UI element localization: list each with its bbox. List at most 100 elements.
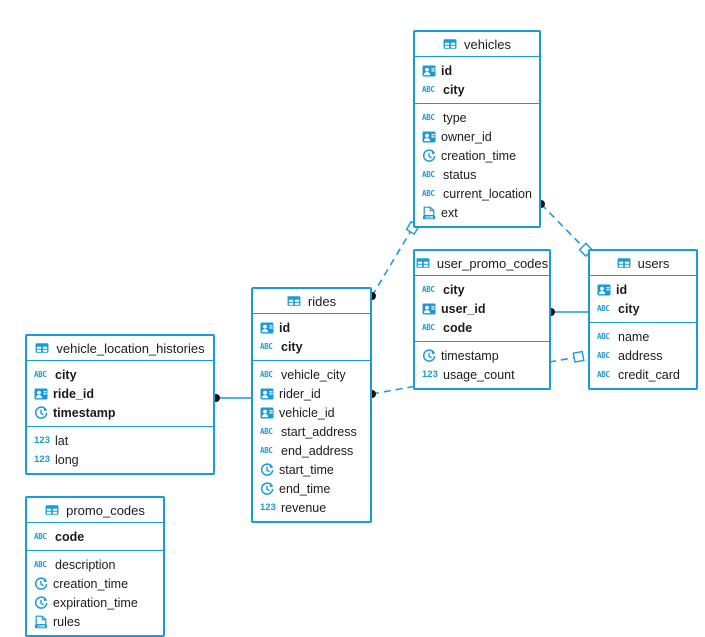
column-row[interactable]: creation_time	[27, 574, 163, 593]
table-header-rides[interactable]: rides	[253, 289, 370, 314]
pk-column-row[interactable]: ABC code	[27, 527, 163, 546]
column-row[interactable]: rider_id	[253, 384, 370, 403]
abc-icon: ABC	[422, 188, 435, 198]
clock-icon	[422, 348, 436, 363]
column-name: id	[441, 63, 453, 78]
clock-icon	[34, 595, 48, 610]
pk-column-row[interactable]: id	[590, 280, 696, 299]
column-name: city	[443, 82, 465, 97]
table-header-user_promo_codes[interactable]: user_promo_codes	[415, 251, 549, 276]
table-header-promo_codes[interactable]: promo_codes	[27, 498, 163, 523]
pk-column-row[interactable]: user_id	[415, 299, 549, 318]
column-row[interactable]: creation_time	[415, 146, 539, 165]
abc-icon: ABC	[260, 445, 273, 455]
column-name: code	[55, 529, 85, 544]
column-name: creation_time	[441, 148, 517, 163]
table-name: user_promo_codes	[436, 255, 549, 271]
column-row[interactable]: owner_id	[415, 127, 539, 146]
column-name: vehicle_city	[281, 367, 346, 382]
column-row[interactable]: 123 usage_count	[415, 365, 549, 384]
column-name: id	[279, 320, 291, 335]
123-icon: 123	[260, 501, 276, 513]
svg-text:JSON: JSON	[37, 624, 45, 628]
table-icon	[443, 37, 458, 52]
column-name: id	[616, 282, 628, 297]
relationship-rides-vehicles[interactable]	[368, 220, 420, 300]
column-row[interactable]: JSON rules	[27, 612, 163, 631]
column-row[interactable]: expiration_time	[27, 593, 163, 612]
pk-column-row[interactable]: id	[253, 318, 370, 337]
table-header-users[interactable]: users	[590, 251, 696, 276]
table-icon	[617, 256, 632, 271]
id-card-icon	[422, 130, 436, 144]
relationship-vehicle_location_histories-rides[interactable]	[212, 394, 251, 402]
pk-column-row[interactable]: id	[415, 61, 539, 80]
column-name: expiration_time	[53, 595, 138, 610]
svg-text:JSON: JSON	[425, 215, 433, 219]
abc-icon: ABC	[260, 426, 273, 436]
clock-icon	[422, 148, 436, 163]
abc-icon: ABC	[597, 303, 610, 313]
column-name: end_time	[279, 481, 331, 496]
column-name: city	[443, 282, 465, 297]
table-header-vehicle_location_histories[interactable]: vehicle_location_histories	[27, 336, 213, 361]
id-card-icon	[260, 387, 274, 401]
abc-icon: ABC	[34, 531, 47, 541]
table-header-vehicles[interactable]: vehicles	[415, 32, 539, 57]
column-row[interactable]: end_time	[253, 479, 370, 498]
column-row[interactable]: JSON ext	[415, 203, 539, 222]
relationship-one-marker	[572, 350, 585, 363]
abc-icon: ABC	[422, 112, 435, 122]
relationship-user_promo_codes-users[interactable]	[547, 308, 588, 316]
column-name: ext	[441, 205, 458, 220]
clock-icon	[260, 481, 274, 496]
columns-section: timestamp 123 usage_count	[415, 341, 549, 388]
relationship-vehicles-users[interactable]	[537, 200, 594, 258]
abc-icon: ABC	[422, 169, 435, 179]
pk-column-row[interactable]: ride_id	[27, 384, 213, 403]
clock-icon	[34, 576, 48, 591]
column-row[interactable]: vehicle_id	[253, 403, 370, 422]
123-icon: 123	[422, 368, 438, 380]
pk-column-row[interactable]: timestamp	[27, 403, 213, 422]
column-name: usage_count	[443, 367, 515, 382]
clock-icon	[34, 405, 48, 420]
relationship-line	[371, 223, 416, 297]
column-row[interactable]: start_time	[253, 460, 370, 479]
relationship-line	[540, 203, 590, 254]
id-card-icon	[422, 64, 436, 78]
id-card-icon	[260, 321, 274, 335]
column-row[interactable]: timestamp	[415, 346, 549, 365]
column-name: rules	[53, 614, 81, 629]
